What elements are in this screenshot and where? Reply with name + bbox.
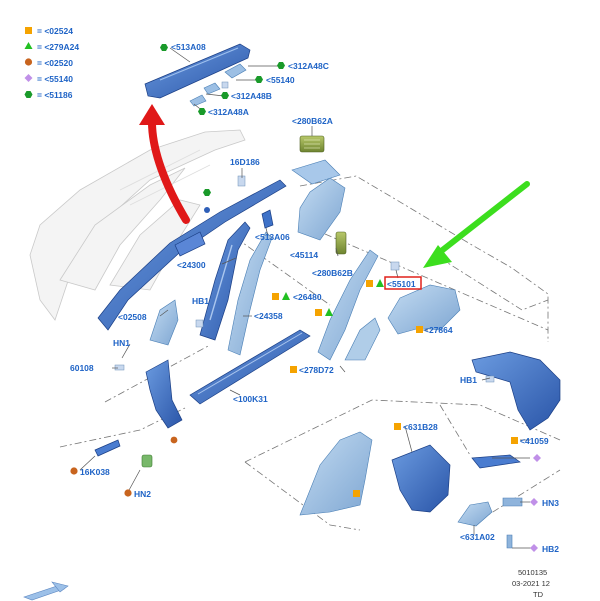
callout-hb1-upper: HB1 [192,296,209,306]
legend-text: = <51186 [37,90,73,100]
callout-312a48c: <312A48C [288,61,329,71]
legend-text: = <02524 [37,26,73,36]
legend-triangle-icon [24,42,33,49]
callout-16d186: 16D186 [230,157,260,167]
part-markers [70,44,541,552]
circle-marker-icon [124,489,132,497]
callout-513a06: <513A06 [255,232,290,242]
callout-312a48b: <312A48B [231,91,272,101]
legend-diamond-icon [24,74,33,82]
hexagon-marker-icon [255,76,263,83]
triangle-marker-icon [325,308,333,316]
callout-24300: <24300 [177,260,206,270]
diamond-marker-icon [530,498,538,506]
footer: 5010135 03-2021 12 TD [512,568,550,599]
legend-text: = <02520 [37,58,73,68]
circle-marker-icon [70,467,78,475]
callout-hb2: HB2 [542,544,559,554]
seal-part-a [299,135,325,153]
hexagon-marker-icon [160,44,168,51]
c-pillar-part [317,249,381,361]
green-arrow [423,181,530,268]
red-arrow [139,104,190,224]
callout-513a08: <513A08 [171,42,206,52]
hexagon-marker-icon [277,62,285,69]
callout-27864: <27864 [424,325,453,335]
callout-26480: <26480 [293,292,322,302]
square-marker-icon [511,437,518,444]
footer-date: 03-2021 12 [512,579,550,588]
quarter-inner-part [291,159,346,241]
fasteners [114,81,495,383]
guide-lines [59,175,561,531]
callout-16k038: 16K038 [80,467,110,477]
callout-631a02: <631A02 [460,532,495,542]
legend: = <02524 = <279A24 = <02520 = <55140 = <… [24,26,79,100]
clip-part [141,454,153,468]
rear-panel-part [471,351,561,431]
footer-code: 5010135 [518,568,547,577]
callouts: <513A08 <312A48C <55140 <312A48B <312A48… [70,42,559,554]
hexagon-marker-icon [221,92,229,99]
callout-41059: <41059 [520,436,549,446]
square-marker-icon [366,280,373,287]
square-marker-icon [353,490,360,497]
small-bracket-part [94,439,121,457]
direction-arrow-icon [23,581,69,601]
callout-280b62b: <280B62B [312,268,353,278]
footer-tag: TD [533,590,544,599]
callout-45114: <45114 [290,250,318,260]
square-marker-icon [315,309,322,316]
callout-hn3: HN3 [542,498,559,508]
roof-bracket-part [144,43,251,107]
legend-square-icon [25,27,32,34]
diamond-marker-icon [530,544,538,552]
legend-text: = <55140 [37,74,73,84]
legend-circle-icon [24,58,33,66]
callout-55101: <55101 [387,279,416,289]
legend-text: = <279A24 [37,42,79,52]
body-side-outline [29,129,246,321]
a-pillar-part [199,221,251,341]
hinge-pillar-part [149,299,179,346]
rocker-panel-part [189,329,311,405]
callout-55140: <55140 [266,75,295,85]
callout-100k31: <100K31 [233,394,268,404]
lower-pillar-part [145,359,183,444]
square-marker-icon [290,366,297,373]
highlight-box [384,276,422,290]
callout-312a48a: <312A48A [208,107,249,117]
callout-hn2: HN2 [134,489,151,499]
triangle-marker-icon [376,279,384,287]
square-marker-icon [394,423,401,430]
square-marker-icon [416,326,423,333]
callout-24358: <24358 [254,311,283,321]
quarter-outer-part [299,431,373,516]
callout-60108: 60108 [70,363,94,373]
callout-280b62a: <280B62A [292,116,333,126]
hexagon-marker-icon [198,108,206,115]
callout-hn1: HN1 [113,338,130,348]
callout-hb1-lower: HB1 [460,375,477,385]
roof-rail-part [97,179,287,331]
inner-wheelhouse-part [391,444,451,513]
leader-lines [79,47,532,549]
square-marker-icon [272,293,279,300]
hexagon-marker-icon [203,189,211,196]
callout-02508: <02508 [118,312,147,322]
b-pillar-part [227,209,274,356]
small-panel-part [457,501,493,527]
callout-278d72: <278D72 [299,365,334,375]
callout-631b28: <631B28 [403,422,438,432]
legend-hexagon-icon [24,91,33,98]
seal-part-b [335,231,347,255]
wheelhouse-panel-part [387,284,461,335]
diamond-marker-icon [533,454,541,462]
triangle-marker-icon [282,292,290,300]
